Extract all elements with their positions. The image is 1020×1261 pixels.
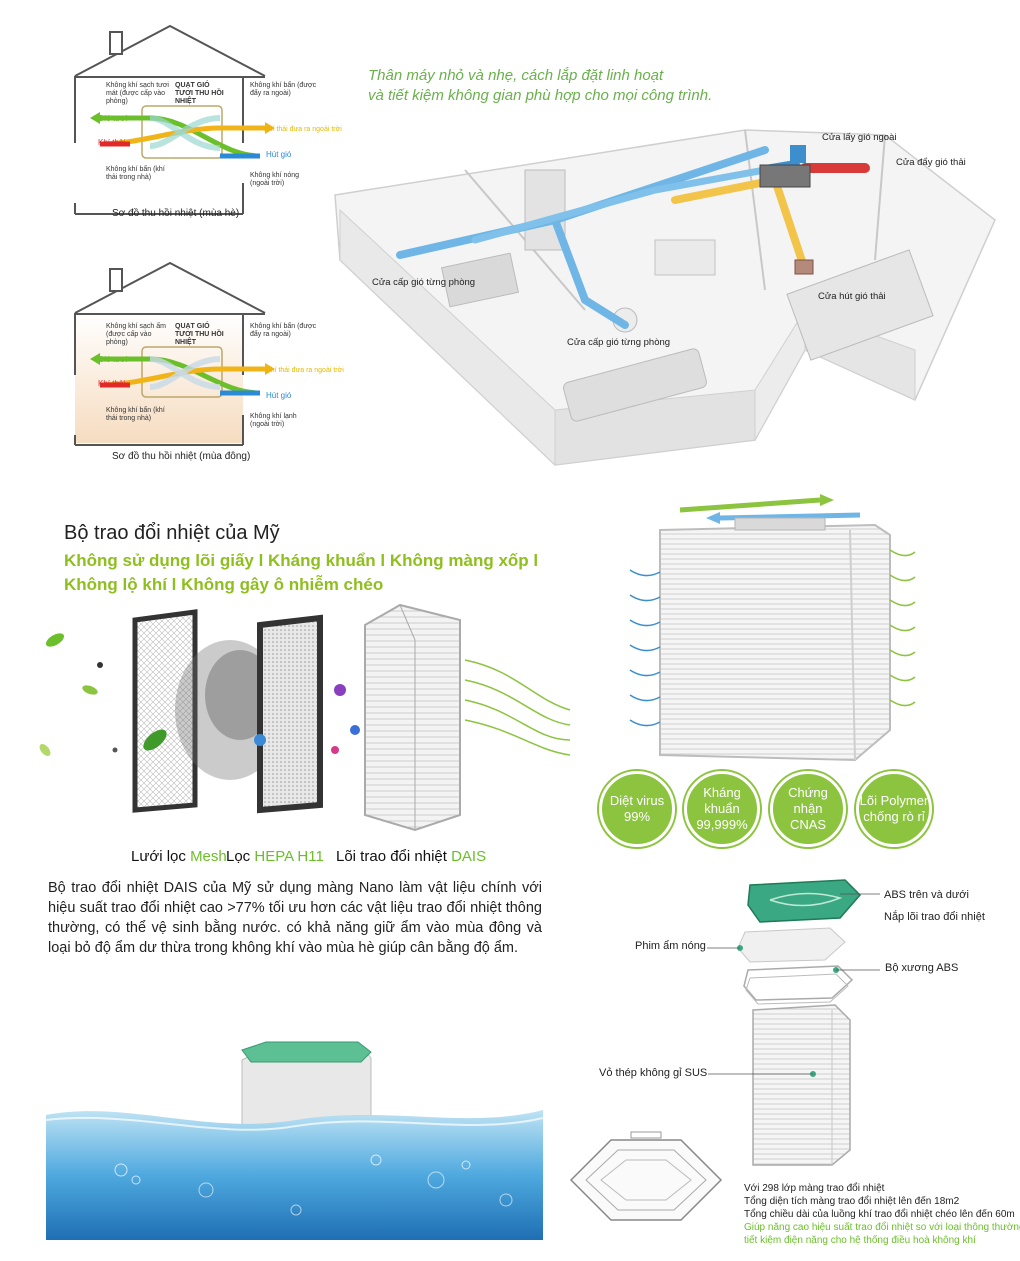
callout-return-air: Cửa hút gió thải bbox=[818, 291, 886, 302]
heat-exchanger-core bbox=[629, 494, 916, 762]
mesh-prefix: Lưới lọc bbox=[131, 848, 191, 865]
badge-virus-line1: Diệt virus bbox=[609, 793, 665, 808]
apartment-illustration bbox=[334, 129, 996, 467]
winter-exhaust-out-label: Khí thải đưa ra ngoài trời bbox=[266, 367, 344, 374]
tagline-line-1: Thân máy nhỏ và nhẹ, cách lắp đặt linh h… bbox=[368, 67, 664, 84]
winter-top-right-label: Không khí bẩn (được đẩy ra ngoài) bbox=[250, 323, 317, 338]
core-filter-label: Lõi trao đổi nhiệt DAIS bbox=[336, 848, 486, 865]
hepa-filter-label: Lọc HEPA H11 bbox=[226, 848, 324, 865]
badge-antibacterial-line2: 99,999% bbox=[696, 817, 748, 832]
mesh-name: Mesh bbox=[190, 848, 227, 865]
callout-steel-shell: Vỏ thép không gỉ SUS bbox=[599, 1067, 708, 1079]
summer-exhaust-out-label: Khí thải đưa ra ngoài trời bbox=[264, 126, 342, 133]
feature-line-2: Không lộ khí l Không gây ô nhiễm chéo bbox=[64, 575, 384, 594]
note-line-5: tiết kiệm điện năng cho hệ thống điều ho… bbox=[744, 1235, 976, 1246]
description-paragraph: Bộ trao đổi nhiệt DAIS của Mỹ sử dụng mà… bbox=[48, 880, 542, 956]
winter-top-left-label: Không khí sạch ấm (được cấp vào phòng) bbox=[106, 323, 166, 346]
badge-polymer-line1: Lõi Polymer bbox=[859, 793, 929, 808]
summer-intake-label: Hút gió bbox=[266, 150, 292, 159]
tagline-line-2: và tiết kiệm không gian phù hợp cho mọi … bbox=[368, 87, 713, 104]
house-outline bbox=[74, 24, 275, 215]
summer-center-title: QUẠT GIÓ TƯƠI THU HỒI NHIỆT bbox=[175, 82, 224, 105]
exploded-view bbox=[707, 879, 880, 1166]
winter-bottom-right-label: Không khí lạnh (ngoài trời) bbox=[250, 413, 297, 428]
badge-certification-line2: CNAS bbox=[789, 817, 827, 832]
winter-fresh-air-label: Gió tươi bbox=[98, 355, 128, 364]
winter-intake-label: Hút gió bbox=[266, 391, 292, 400]
summer-exhaust-label: Khí thải bbox=[98, 138, 126, 147]
callout-supply-room-2: Cửa cấp gió từng phòng bbox=[567, 337, 671, 348]
filters-illustration bbox=[39, 603, 571, 832]
feature-line-1: Không sử dụng lõi giấy l Kháng khuẩn l K… bbox=[64, 551, 539, 570]
winter-exhaust-label: Khí thải bbox=[98, 379, 126, 388]
callout-film: Phim ẩm nóng bbox=[635, 940, 706, 952]
house-outline bbox=[74, 261, 275, 446]
core-prefix: Lõi trao đổi nhiệt bbox=[336, 848, 452, 865]
winter-bottom-left-label: Không khí bẩn (khí thải trong nhà) bbox=[106, 407, 165, 422]
hepa-name: HEPA H11 bbox=[254, 848, 324, 865]
summer-bottom-right-label: Không khí nóng (ngoài trời) bbox=[250, 172, 300, 187]
badge-certification-line1: Chứng nhận bbox=[788, 785, 828, 816]
note-line-1: Với 298 lớp màng trao đổi nhiệt bbox=[744, 1183, 885, 1194]
summer-caption: Sơ đồ thu hồi nhiệt (mùa hè) bbox=[112, 208, 240, 219]
winter-caption: Sơ đồ thu hồi nhiệt (mùa đông) bbox=[112, 451, 251, 462]
note-line-3: Tổng chiều dài của luồng khí trao đổi nh… bbox=[744, 1209, 1015, 1220]
callout-supply-room-1: Cửa cấp gió từng phòng bbox=[372, 277, 476, 288]
winter-center-title: QUẠT GIÓ TƯƠI THU HỒI NHIỆT bbox=[175, 323, 224, 346]
summer-bottom-left-label: Không khí bẩn (khí thải trong nhà) bbox=[106, 166, 165, 181]
section-title: Bộ trao đổi nhiệt của Mỹ bbox=[64, 522, 280, 544]
summer-fresh-air-label: Gió tươi bbox=[98, 114, 128, 123]
callout-core-cover: Nắp lõi trao đổi nhiệt bbox=[884, 911, 985, 923]
callout-outdoor-intake: Cửa lấy gió ngoài bbox=[822, 132, 897, 143]
callout-exhaust-out: Cửa đẩy gió thải bbox=[896, 157, 966, 168]
badge-antibacterial-line1: Kháng khuẩn bbox=[703, 785, 741, 816]
note-line-2: Tổng diện tích màng trao đổi nhiệt lên đ… bbox=[744, 1196, 960, 1207]
badge-virus-line2: 99% bbox=[623, 809, 651, 824]
hepa-prefix: Lọc bbox=[226, 848, 255, 865]
summer-top-right-label: Không khí bẩn (được đẩy ra ngoài) bbox=[250, 82, 317, 97]
mesh-filter-label: Lưới lọc Mesh bbox=[131, 848, 227, 865]
core-name: DAIS bbox=[451, 848, 487, 865]
summer-top-left-label: Không khí sạch tươi mát (được cấp vào ph… bbox=[106, 82, 169, 105]
winter-diagram: Không khí sạch ấm (được cấp vào phòng) Q… bbox=[70, 255, 370, 470]
summer-diagram: Không khí sạch tươi mát (được cấp vào ph… bbox=[70, 18, 370, 228]
note-line-4: Giúp năng cao hiệu suất trao đổi nhiệt s… bbox=[744, 1222, 1020, 1233]
callout-abs-top-bottom: ABS trên và dưới bbox=[884, 889, 969, 901]
callout-abs-frame: Bộ xương ABS bbox=[885, 962, 959, 974]
core-cross-section bbox=[569, 1131, 723, 1221]
badge-polymer-line2: chống rò rỉ bbox=[863, 809, 925, 824]
water-illustration bbox=[46, 1041, 543, 1240]
